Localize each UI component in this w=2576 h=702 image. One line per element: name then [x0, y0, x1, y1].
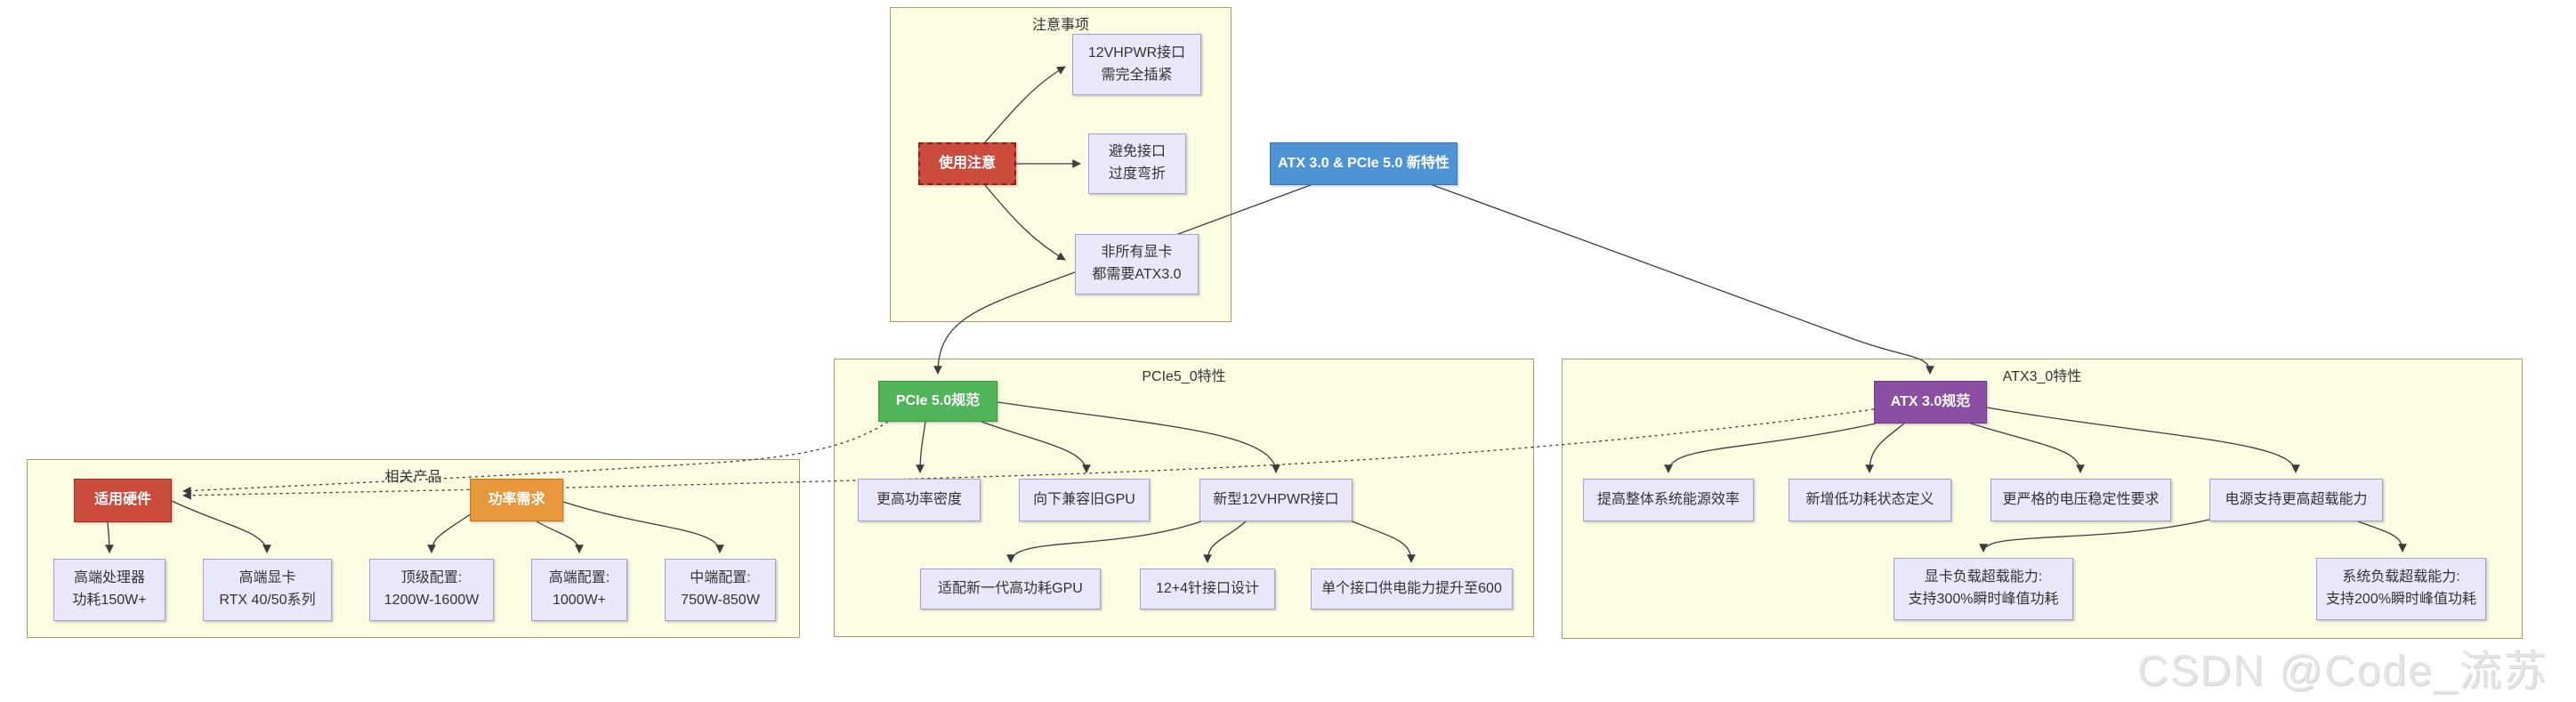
node-gpu-overload: 显卡负载超载能力: 支持300%瞬时峰值功耗 — [1894, 558, 2073, 620]
node-pin-design: 12+4针接口设计 — [1140, 569, 1275, 609]
cluster-pcie-title: PCIe5_0特性 — [1142, 369, 1226, 384]
node-high-config: 高端配置: 1000W+ — [531, 559, 627, 621]
cluster-notes-title: 注意事项 — [1031, 18, 1090, 33]
node-pcie5-spec: PCIe 5.0规范 — [878, 381, 997, 422]
node-low-power-states: 新增低功耗状态定义 — [1789, 479, 1951, 521]
node-voltage-stability: 更严格的电压稳定性要求 — [1991, 479, 2171, 521]
node-power-requirement: 功率需求 — [470, 479, 563, 521]
node-note-not-all-gpus: 非所有显卡 都需要ATX3.0 — [1075, 234, 1199, 295]
node-note-avoid-bend: 避免接口 过度弯折 — [1088, 133, 1186, 194]
cluster-products-title: 相关产品 — [384, 470, 442, 485]
node-atx3-spec: ATX 3.0规范 — [1874, 381, 1987, 424]
node-mid-config: 中端配置: 750W-850W — [665, 559, 776, 621]
node-efficiency: 提高整体系统能源效率 — [1583, 479, 1754, 521]
node-note-plug-fully: 12VHPWR接口 需完全插紧 — [1072, 34, 1201, 95]
node-power-density: 更高功率密度 — [858, 479, 981, 521]
node-usage-warning: 使用注意 — [918, 142, 1016, 185]
node-new-gen-gpu: 适配新一代高功耗GPU — [920, 569, 1101, 609]
node-sys-overload: 系统负载超载能力: 支持200%瞬时峰值功耗 — [2316, 558, 2486, 620]
cluster-atx-title: ATX3_0特性 — [2002, 369, 2082, 384]
node-single-connector-600w: 单个接口供电能力提升至600 — [1311, 569, 1513, 609]
node-high-end-gpu: 高端显卡 RTX 40/50系列 — [203, 559, 332, 621]
node-backward-compat: 向下兼容旧GPU — [1019, 479, 1150, 521]
node-new-12vhpwr: 新型12VHPWR接口 — [1199, 479, 1353, 521]
node-applicable-hardware: 适用硬件 — [74, 479, 172, 522]
node-root-atx3-pcie5: ATX 3.0 & PCIe 5.0 新特性 — [1270, 142, 1458, 185]
csdn-watermark: CSDN @Code_流苏 — [2137, 648, 2548, 695]
node-high-end-cpu: 高端处理器 功耗150W+ — [53, 559, 166, 621]
node-top-config: 顶级配置: 1200W-1600W — [369, 559, 494, 621]
edge-root-to-atx-spec — [1432, 184, 1934, 375]
node-overload-capacity: 电源支持更高超载能力 — [2209, 479, 2383, 521]
